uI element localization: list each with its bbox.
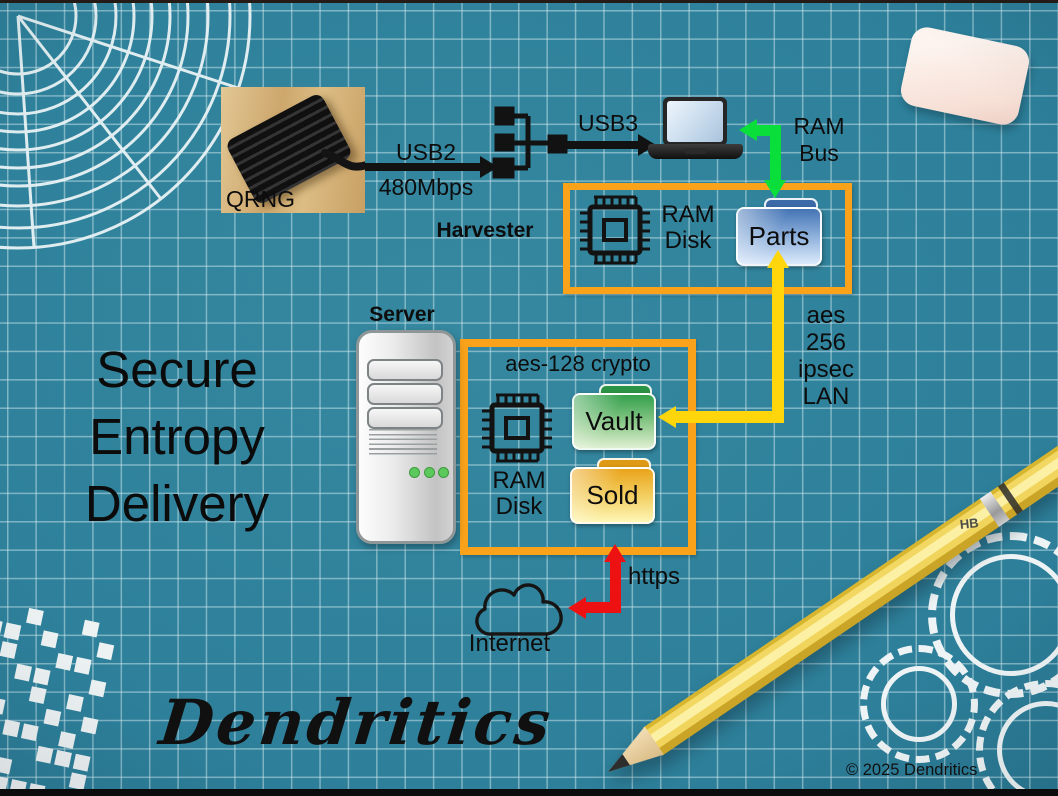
usb2-rate-label: 480Mbps xyxy=(378,174,474,200)
https-label: https xyxy=(628,563,681,590)
crypto-box-title: aes-128 crypto xyxy=(505,351,651,376)
bottom-border xyxy=(0,789,1058,796)
gear-icon xyxy=(860,645,978,763)
qr-pattern xyxy=(0,600,7,618)
gear-icon xyxy=(976,680,1058,796)
qrng-photo: QRNG xyxy=(221,87,365,213)
cpu-icon xyxy=(482,393,552,463)
top-border xyxy=(0,0,1058,3)
lan-arrowhead-left xyxy=(658,406,676,428)
vault-folder-icon: Vault xyxy=(572,384,656,450)
pencil-grade-label: HB xyxy=(959,514,980,532)
arc-ruler-icon xyxy=(0,0,252,250)
sold-folder-label: Sold xyxy=(586,480,639,510)
rambus-line-h xyxy=(757,125,781,136)
usb2-line xyxy=(365,163,482,171)
usb3-label: USB3 xyxy=(577,110,639,136)
internet-label: Internet xyxy=(468,630,551,657)
led-icon xyxy=(424,467,435,478)
sold-folder-icon: Sold xyxy=(570,458,655,524)
usb2-label: USB2 xyxy=(395,139,457,165)
qrng-label: QRNG xyxy=(226,186,295,212)
parts-folder-icon: Parts xyxy=(736,198,822,266)
https-arrowhead-up xyxy=(604,544,626,562)
rambus-arrowhead-left xyxy=(739,119,757,141)
copyright-text: © 2025 Dendritics xyxy=(846,761,978,779)
https-line-h xyxy=(586,602,621,613)
led-icon xyxy=(409,467,420,478)
qrng-cable xyxy=(321,149,365,171)
harvester-label: Harvester xyxy=(436,219,534,242)
parts-folder-label: Parts xyxy=(748,221,810,251)
cpu-icon xyxy=(580,195,650,265)
eraser-icon xyxy=(897,24,1033,128)
vault-folder-label: Vault xyxy=(585,406,643,436)
laptop-icon xyxy=(648,97,743,163)
led-icon xyxy=(438,467,449,478)
https-line-v xyxy=(610,562,621,613)
cloud-icon xyxy=(475,583,563,636)
lan-line-h xyxy=(676,411,778,423)
rambus-line-v xyxy=(770,125,781,180)
server-icon xyxy=(356,330,456,544)
lan-line-v xyxy=(772,268,784,423)
brand-logotype: Dendritics xyxy=(156,686,557,759)
lan-arrowhead-up xyxy=(767,250,789,268)
gear-icon xyxy=(928,532,1058,698)
usb3-line xyxy=(564,141,640,149)
server-label: Server xyxy=(369,303,435,326)
usb-hub-icon xyxy=(492,106,568,179)
server-vents xyxy=(369,429,437,456)
rambus-arrowhead-down xyxy=(764,180,786,198)
https-arrowhead-left xyxy=(568,597,586,619)
